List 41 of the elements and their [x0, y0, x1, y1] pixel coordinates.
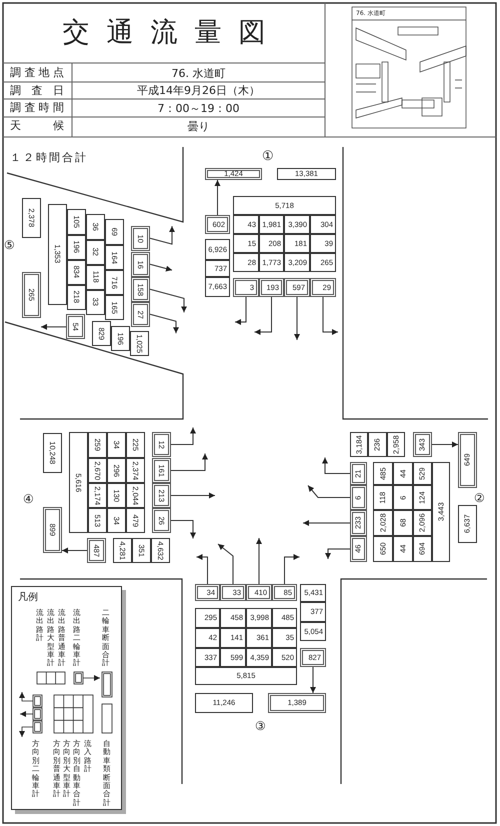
subtitle: １２時間合計: [10, 150, 89, 164]
legend-heading: 凡例: [18, 591, 39, 605]
arrow: [40, 324, 66, 330]
field-label: 調査地点: [10, 65, 64, 81]
field-value: 平成14年9月26日（木）: [136, 83, 261, 99]
arrow: [196, 554, 208, 584]
arrow: [214, 180, 220, 216]
arrow: [150, 226, 175, 245]
arrow: [170, 492, 216, 498]
field-value: 76. 水道町: [170, 66, 226, 82]
title: 交通流量図: [62, 16, 284, 50]
approach-number: ④: [23, 492, 35, 506]
approach-number: ①: [262, 148, 275, 164]
arrow: [234, 296, 246, 325]
arrow: [432, 442, 458, 448]
arrow: [150, 288, 187, 313]
arrow: [322, 457, 350, 474]
arrow: [308, 485, 350, 498]
field-label: 調査日: [10, 83, 64, 99]
arrow: [170, 427, 196, 445]
arrow: [325, 548, 350, 560]
arrow: [254, 296, 272, 335]
arrow: [310, 666, 316, 694]
field-value: 7：00～19：00: [156, 100, 240, 116]
arrow: [150, 264, 172, 272]
arrow: [218, 544, 234, 584]
approach-number: ②: [474, 491, 486, 505]
arrow: [62, 548, 88, 554]
arrow: [256, 538, 262, 584]
arrow: [322, 296, 338, 335]
arrow: [150, 314, 179, 334]
arrow: [294, 296, 300, 340]
arrow: [302, 520, 350, 526]
approach-number: ⑤: [4, 238, 16, 252]
arrow: [170, 520, 196, 539]
approach-number: ③: [255, 719, 267, 733]
arrow: [170, 453, 208, 471]
field-label: 天候: [10, 118, 64, 134]
arrow: [284, 554, 300, 584]
field-value: 曇り: [186, 119, 210, 135]
field-label: 調査時間: [10, 100, 64, 116]
